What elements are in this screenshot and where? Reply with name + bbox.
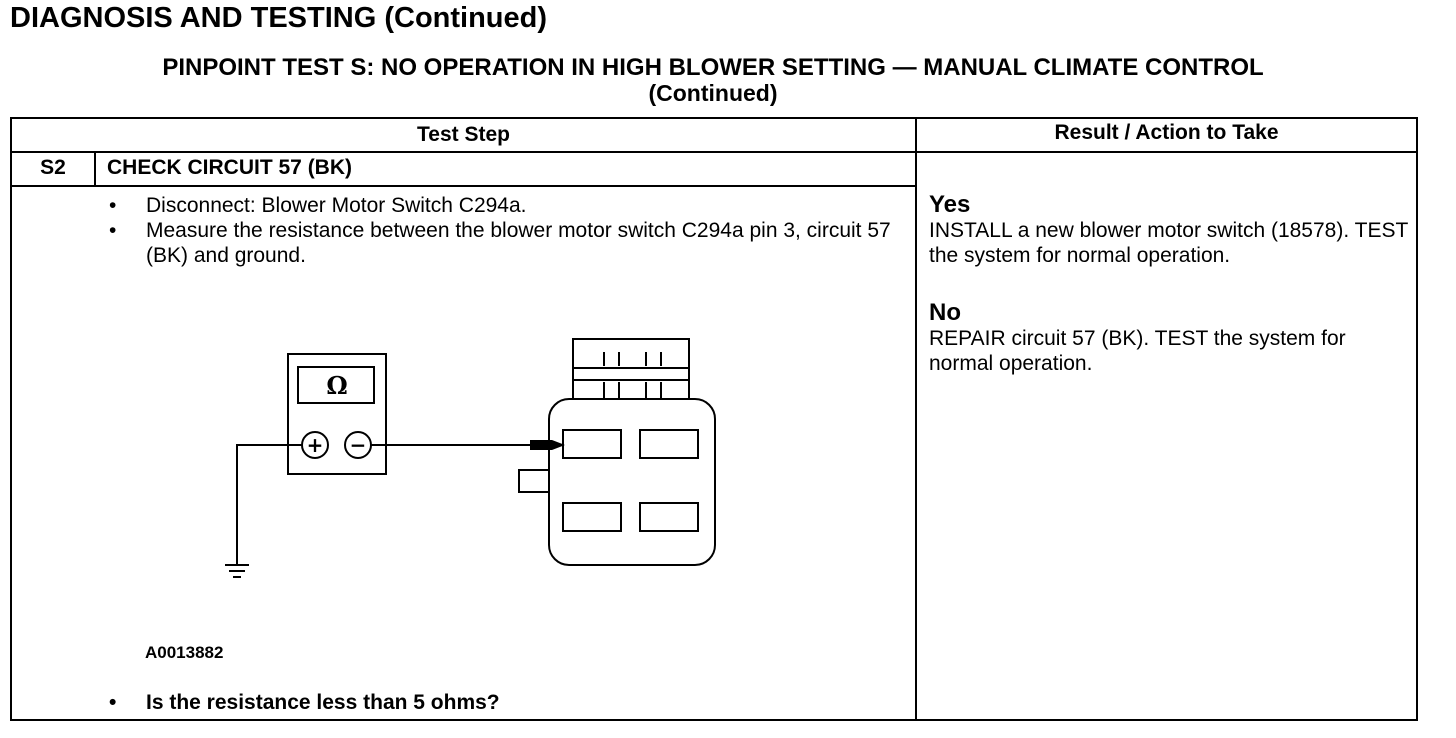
result-action: INSTALL a new blower motor switch (18578… bbox=[929, 219, 1408, 267]
minus-symbol: − bbox=[350, 433, 367, 457]
bullet-icon: • bbox=[109, 219, 117, 242]
column-header-result: Result / Action to Take bbox=[1054, 121, 1279, 144]
instruction-item: • Measure the resistance between the blo… bbox=[107, 218, 907, 268]
ohmmeter-body bbox=[287, 353, 387, 475]
page-title: DIAGNOSIS AND TESTING (Continued) bbox=[10, 2, 548, 34]
connector-c294a bbox=[548, 398, 716, 566]
ground-lead bbox=[236, 444, 302, 565]
step-question: • Is the resistance less than 5 ohms? bbox=[107, 691, 907, 715]
connector-pin bbox=[639, 429, 699, 459]
pinpoint-table bbox=[10, 117, 1418, 721]
instruction-text: Measure the resistance between the blowe… bbox=[146, 219, 891, 267]
ohm-symbol: Ω bbox=[326, 371, 347, 400]
bullet-icon: • bbox=[109, 194, 117, 217]
probe-tip-icon bbox=[530, 440, 565, 450]
result-yes: Yes INSTALL a new blower motor switch (1… bbox=[929, 192, 1409, 268]
column-header-test-step: Test Step bbox=[417, 123, 510, 146]
connector-pin bbox=[639, 502, 699, 532]
ground-symbol-icon bbox=[225, 564, 249, 578]
connector-pin-3 bbox=[562, 429, 622, 459]
step-title-divider bbox=[10, 185, 916, 187]
result-no: No REPAIR circuit 57 (BK). TEST the syst… bbox=[929, 300, 1409, 376]
connector-pin bbox=[562, 502, 622, 532]
step-id: S2 bbox=[40, 156, 66, 179]
test-subtitle-continued: (Continued) bbox=[648, 80, 778, 106]
test-subtitle: PINPOINT TEST S: NO OPERATION IN HIGH BL… bbox=[162, 54, 1264, 81]
column-divider bbox=[915, 117, 917, 721]
header-row-divider bbox=[10, 151, 1418, 153]
instruction-item: • Disconnect: Blower Motor Switch C294a. bbox=[107, 193, 907, 218]
instruction-text: Disconnect: Blower Motor Switch C294a. bbox=[146, 194, 527, 217]
result-action: REPAIR circuit 57 (BK). TEST the system … bbox=[929, 327, 1346, 375]
question-text: Is the resistance less than 5 ohms? bbox=[146, 691, 500, 714]
connector-side-tab bbox=[518, 469, 550, 493]
ohmmeter-display bbox=[297, 366, 375, 404]
figure-id: A0013882 bbox=[145, 643, 224, 662]
result-label: Yes bbox=[929, 191, 971, 218]
result-label: No bbox=[929, 299, 961, 326]
step-instructions: • Disconnect: Blower Motor Switch C294a.… bbox=[107, 193, 907, 268]
bullet-icon: • bbox=[109, 691, 117, 714]
step-title: CHECK CIRCUIT 57 (BK) bbox=[107, 156, 353, 179]
step-id-divider bbox=[94, 151, 96, 186]
plus-symbol: + bbox=[307, 433, 324, 457]
